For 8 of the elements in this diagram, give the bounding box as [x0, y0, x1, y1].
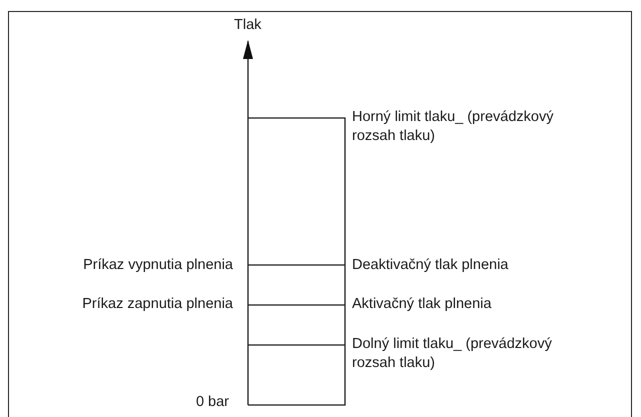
- level-label: Dolný limit tlaku_ (prevádzkový rozsah tlaku): [352, 335, 553, 373]
- command-label: Príkaz zapnutia plnenia: [82, 295, 233, 314]
- level-label: Deaktivačný tlak plnenia: [352, 256, 508, 275]
- command-label: Príkaz vypnutia plnenia: [83, 256, 233, 275]
- level-label: Aktivačný tlak plnenia: [352, 295, 492, 314]
- axis-label: Tlak: [234, 16, 262, 35]
- axis-value-label: 0 bar: [196, 393, 229, 412]
- level-label: Horný limit tlaku_ (prevádzkový rozsah tlaku): [352, 108, 554, 146]
